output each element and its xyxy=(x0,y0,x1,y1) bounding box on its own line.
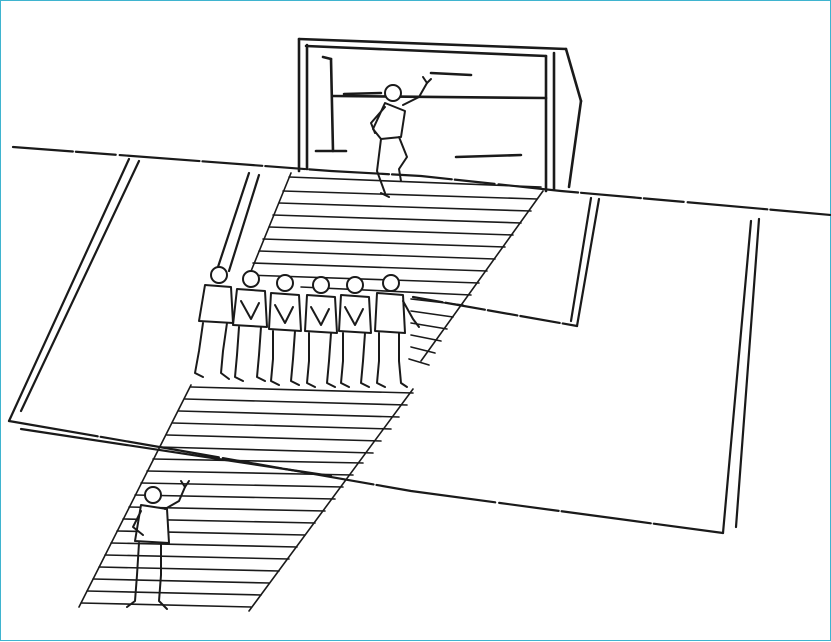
shot-corridor-hatching xyxy=(79,173,543,611)
pitch-markings xyxy=(9,147,831,533)
defensive-wall xyxy=(195,267,419,387)
goalkeeper-figure xyxy=(371,77,431,197)
wall-player-5 xyxy=(339,277,371,387)
wall-player-1 xyxy=(195,267,233,379)
goal-frame xyxy=(299,39,581,191)
wall-player-2 xyxy=(233,271,267,381)
wall-player-4 xyxy=(305,277,337,387)
wall-player-3 xyxy=(269,275,301,385)
